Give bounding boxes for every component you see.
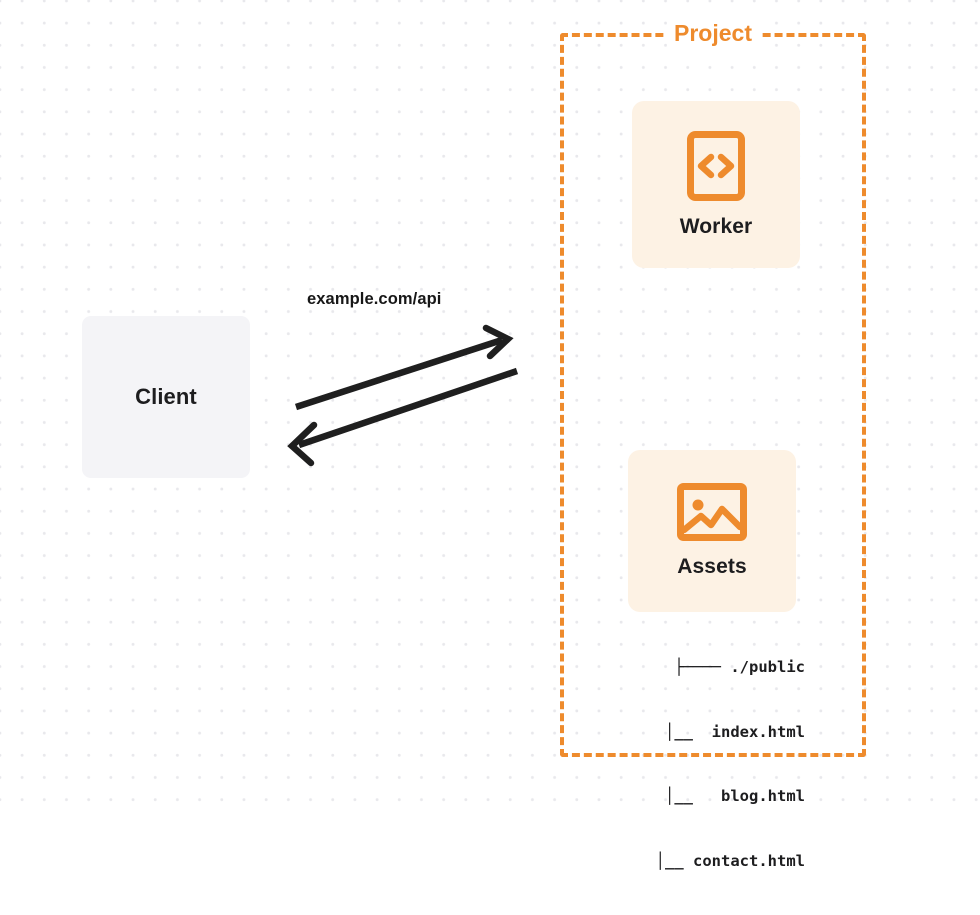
file-tree-row: │__ index.html [627,722,805,741]
request-arrow [294,324,514,411]
file-tree-row: │__ contact.html [618,851,805,870]
project-group: Project [560,20,866,757]
assets-card-label: Assets [677,555,747,578]
response-arrow [287,367,519,467]
project-group-title: Project [667,20,759,47]
image-icon [677,483,747,541]
worker-card-label: Worker [679,214,753,238]
client-node-label: Client [135,384,197,409]
assets-file-tree: ├──── ./public │__ index.html │__ blog.h… [600,614,805,915]
worker-card[interactable]: Worker [632,101,800,268]
connection-label: example.com/api [307,290,442,308]
client-node[interactable]: Client [82,316,250,478]
code-brackets-icon [687,130,745,201]
file-tree-row: │__ blog.html [627,787,805,805]
file-tree-row: ├──── ./public [674,658,805,676]
assets-card[interactable]: Assets [628,450,796,612]
diagram-canvas: Client example.com/api Project Worker [0,0,980,870]
